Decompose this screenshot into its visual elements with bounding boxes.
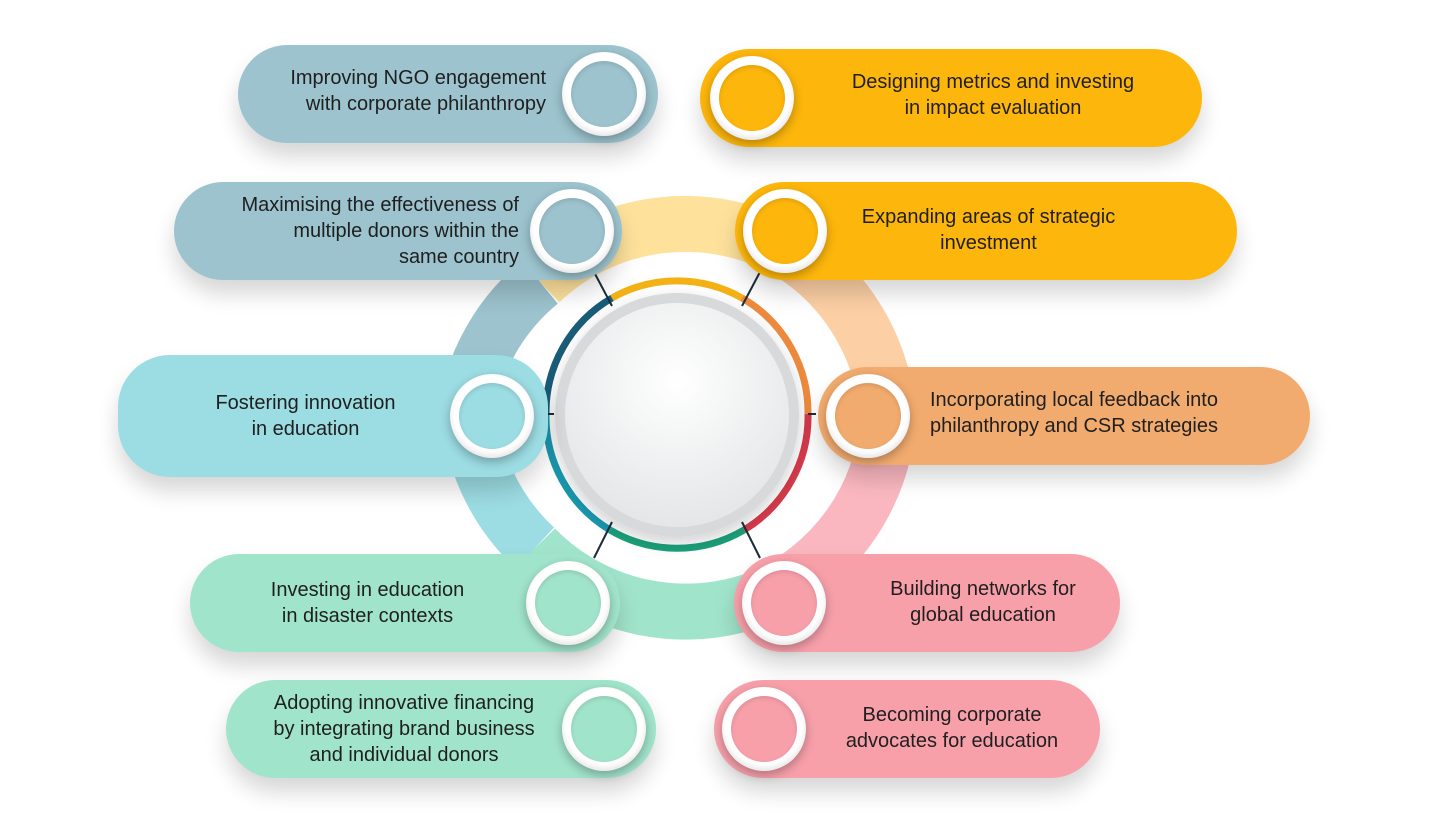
item-strategic-investment: Expanding areas of strategic investment: [735, 182, 1237, 280]
bullet-circle-icon: [743, 189, 827, 273]
item-label: Maximising the effectiveness of multiple…: [241, 194, 519, 268]
hub-inner: [565, 303, 789, 527]
inner-arc-red: [742, 413, 812, 533]
item-label: Becoming corporate advocates for educati…: [845, 704, 1059, 752]
item-innovative-financing: Adopting innovative financing by integra…: [226, 680, 656, 778]
inner-arc-orange: [740, 294, 812, 415]
bullet-circle-icon: [722, 687, 806, 771]
item-disaster-contexts: Investing in education in disaster conte…: [190, 554, 620, 652]
item-designing-metrics: Designing metrics and investing in impac…: [700, 49, 1202, 147]
item-local-feedback: Incorporating local feedback into philan…: [818, 367, 1310, 465]
item-fostering-innovation: Fostering innovation in education: [118, 355, 548, 477]
item-label: Adopting innovative financing by integra…: [273, 692, 535, 766]
item-label: Fostering innovation in education: [215, 392, 396, 440]
bullet-circle-icon: [450, 374, 534, 458]
connector-line: [741, 271, 761, 307]
bullet-circle-icon: [530, 189, 614, 273]
item-corporate-advocates: Becoming corporate advocates for educati…: [714, 680, 1100, 778]
connector-line: [741, 521, 761, 559]
inner-arc-yellow: [610, 277, 744, 302]
inner-arc-green: [608, 526, 746, 552]
item-label: Incorporating local feedback into philan…: [930, 389, 1218, 437]
bullet-circle-icon: [526, 561, 610, 645]
item-label: Expanding areas of strategic investment: [861, 206, 1116, 254]
item-label: Designing metrics and investing in impac…: [851, 71, 1135, 119]
bullet-circle-icon: [826, 374, 910, 458]
item-label: Improving NGO engagement with corporate …: [290, 67, 546, 115]
item-multiple-donors: Maximising the effectiveness of multiple…: [174, 182, 622, 280]
bullet-circle-icon: [710, 56, 794, 140]
item-label: Building networks for global education: [890, 578, 1076, 626]
item-building-networks: Building networks for global education: [734, 554, 1120, 652]
bullet-circle-icon: [742, 561, 826, 645]
item-ngo-engagement: Improving NGO engagement with corporate …: [238, 45, 658, 143]
connector-line: [593, 521, 613, 559]
item-label: Investing in education in disaster conte…: [270, 579, 465, 627]
connector-line: [593, 271, 613, 307]
bullet-circle-icon: [562, 52, 646, 136]
bullet-circle-icon: [562, 687, 646, 771]
